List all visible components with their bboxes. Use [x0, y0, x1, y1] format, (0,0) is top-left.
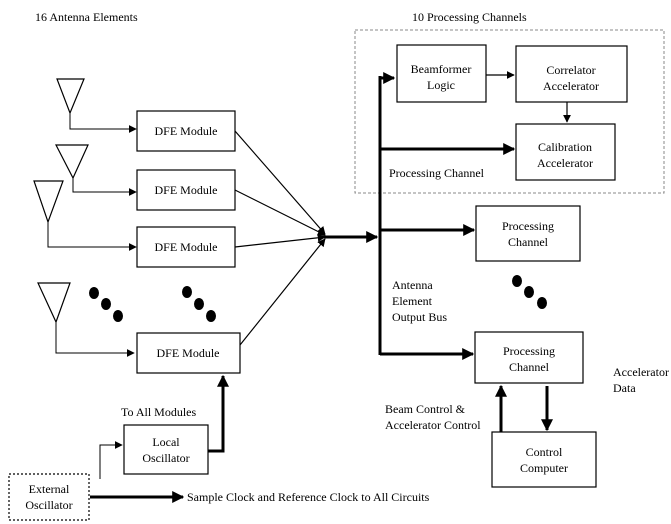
calibration-label-line1: Calibration: [538, 140, 592, 154]
local-oscillator-label-line1: Local: [152, 435, 180, 449]
antenna-3: [33, 180, 137, 251]
accelerator-data-label-line2: Data: [613, 381, 636, 395]
control-computer-label-line2: Computer: [520, 461, 568, 475]
channel-3-label-line1: Processing: [503, 344, 555, 358]
processing-channels-title: 10 Processing Channels: [412, 10, 527, 24]
correlator-label-line1: Correlator: [546, 63, 595, 77]
correlator-label-line2: Accelerator: [543, 79, 599, 93]
processing-channel-2: Processing Channel: [475, 205, 581, 262]
sample-clock-caption: Sample Clock and Reference Clock to All …: [187, 490, 430, 504]
bus-label-line1: Antenna: [392, 278, 433, 292]
control-computer-label-line1: Control: [526, 445, 563, 459]
processing-channel-caption: Processing Channel: [389, 166, 485, 180]
dfe-module-label: DFE Module: [155, 240, 218, 254]
external-oscillator-block: External Oscillator: [8, 473, 90, 521]
beam-control-label-line1: Beam Control &: [385, 402, 466, 416]
to-all-modules-label: To All Modules: [121, 405, 196, 419]
channel-2-label-line1: Processing: [502, 219, 554, 233]
local-oscillator-label-line2: Oscillator: [142, 451, 189, 465]
antenna-4: [37, 282, 135, 357]
dfe-module-3: DFE Module: [136, 226, 236, 268]
calibration-accelerator-block: Calibration Accelerator: [515, 123, 616, 181]
bus-label-line2: Element: [392, 294, 433, 308]
dfe-module-label: DFE Module: [155, 183, 218, 197]
control-computer-block: Control Computer: [491, 431, 597, 488]
antenna-elements-title: 16 Antenna Elements: [35, 10, 138, 24]
external-oscillator-label-line1: External: [29, 482, 70, 496]
dfe-module-label: DFE Module: [155, 124, 218, 138]
local-oscillator-block: Local Oscillator: [123, 424, 209, 475]
channel-2-label-line2: Channel: [508, 235, 549, 249]
beam-control-label-line2: Accelerator Control: [385, 418, 481, 432]
oscillator-to-modules-arrow: [208, 374, 229, 453]
dfe-to-bus-lines: [234, 130, 326, 346]
channel-ellipsis-dots: [512, 275, 547, 309]
calibration-label-line2: Accelerator: [537, 156, 593, 170]
external-to-local-oscillator-arrow: [99, 441, 123, 479]
antenna-2: [55, 144, 137, 196]
dfe-module-2: DFE Module: [136, 169, 236, 211]
beamformer-label-line2: Logic: [427, 78, 455, 92]
dfe-module-4: DFE Module: [136, 332, 241, 374]
module-ellipsis-dots: [182, 286, 216, 322]
bus-label-line3: Output Bus: [392, 310, 447, 324]
accelerator-data-label-line1: Accelerator: [613, 365, 669, 379]
beamformer-logic-block: Beamformer Logic: [396, 44, 487, 103]
processing-channels-group: [354, 29, 665, 194]
external-oscillator-label-line2: Oscillator: [25, 498, 72, 512]
antenna-ellipsis-dots: [89, 287, 123, 322]
antenna-1: [56, 78, 137, 133]
dfe-module-label: DFE Module: [157, 346, 220, 360]
dfe-module-1: DFE Module: [136, 110, 236, 152]
channel-3-label-line2: Channel: [509, 360, 550, 374]
processing-channel-3: Processing Channel: [474, 331, 584, 384]
beamformer-label-line1: Beamformer: [411, 62, 472, 76]
correlator-accelerator-block: Correlator Accelerator: [515, 45, 628, 103]
